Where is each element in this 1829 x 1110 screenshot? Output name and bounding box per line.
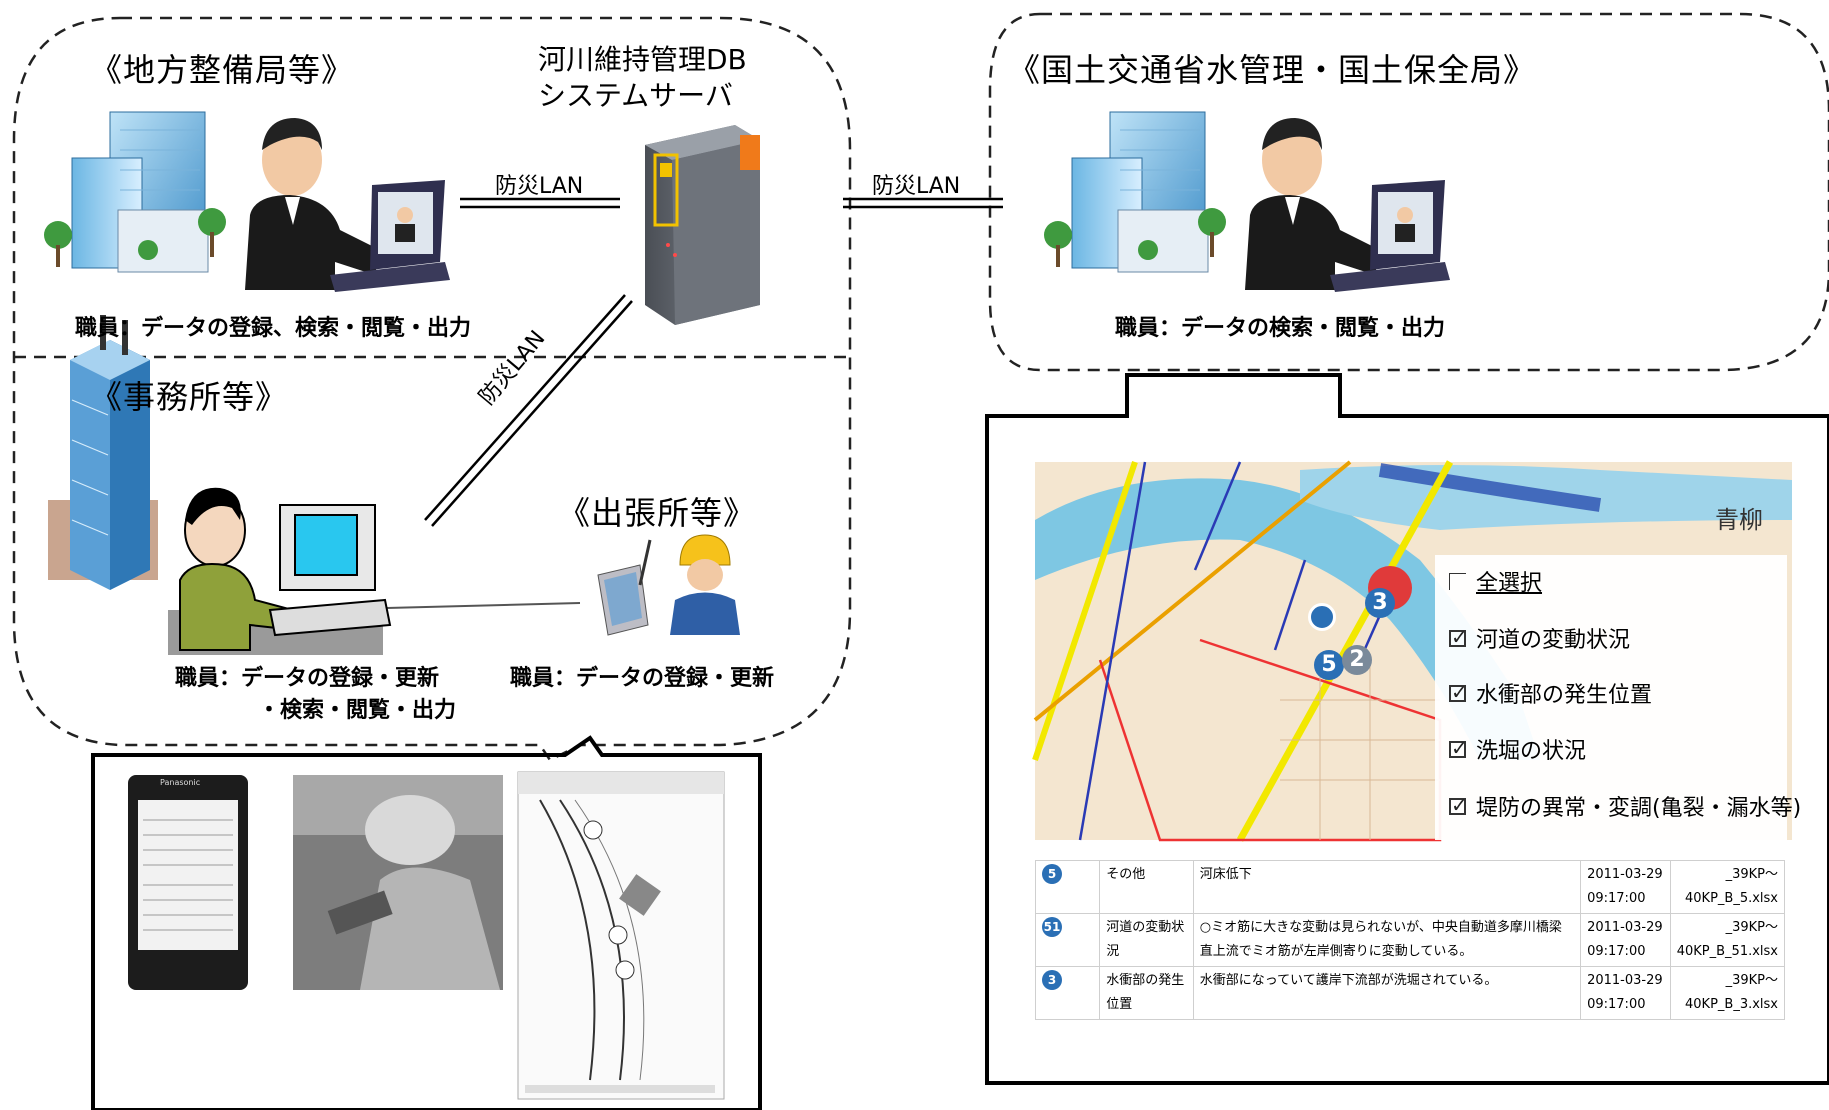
layer-label: 水衝部の発生位置 — [1476, 683, 1653, 708]
layer-label: 洗堀の状況 — [1476, 739, 1587, 764]
layer-levee-anomaly[interactable]: 堤防の異常・変調(亀裂・漏水等) — [1449, 790, 1801, 822]
row-description: 河床低下 — [1192, 860, 1582, 914]
field-worker-pda-icon — [597, 534, 740, 636]
server-label-line1: 河川維持管理DB — [538, 43, 747, 76]
caption-mlit: 職員：データの検索・閲覧・出力 — [1115, 316, 1446, 341]
row-badge: 5 — [1042, 864, 1062, 884]
row-file-line2: 40KP_B_3.xlsx — [1685, 997, 1778, 1012]
caption-office-line1: 職員：データの登録・更新 — [175, 666, 440, 691]
table-row[interactable]: 5 その他 河床低下 2011-03-29 09:17:00 _39KP～ 40KP… — [1034, 860, 1786, 914]
row-badge: 3 — [1042, 970, 1062, 990]
checkbox-select-all[interactable] — [1449, 572, 1466, 590]
staff-desktop-icon-office — [168, 487, 392, 655]
layer-label: 河道の変動状況 — [1476, 628, 1631, 653]
table-row[interactable]: 51 河道の変動状況 ○ミオ筋に大きな変動は見られないが、中央自動道多摩川橋梁直… — [1034, 913, 1786, 967]
map-place-label: 青柳 — [1715, 506, 1763, 534]
region-title-bureau: 《地方整備局等》 — [90, 51, 355, 89]
table-row[interactable]: 3 水衝部の発生位置 水衝部になっていて護岸下流部が洗堀されている。 2011-… — [1034, 966, 1786, 1020]
row-file[interactable]: _39KP～ 40KP_B_5.xlsx — [1669, 860, 1786, 914]
tablet-brand: Panasonic — [160, 778, 201, 787]
caption-bureau: 職員：データの登録、検索・閲覧・出力 — [75, 316, 472, 341]
row-time: 09:17:00 — [1587, 944, 1646, 959]
field-inspection-photo — [293, 775, 503, 990]
mlit-boundary — [988, 12, 1829, 372]
row-datetime: 2011-03-29 09:17:00 — [1580, 913, 1671, 967]
row-datetime: 2011-03-29 09:17:00 — [1580, 966, 1671, 1020]
row-file[interactable]: _39KP～ 40KP_B_3.xlsx — [1669, 966, 1786, 1020]
row-category: 水衝部の発生位置 — [1099, 966, 1194, 1020]
row-file-line2: 40KP_B_5.xlsx — [1685, 891, 1778, 906]
layer-panel: 全選択 河道の変動状況 水衝部の発生位置 洗堀の状況 堤防の異常・変調(亀裂・漏… — [1435, 555, 1801, 840]
office-building-icon-bureau — [44, 111, 226, 273]
office-building-icon-office — [48, 315, 158, 590]
caption-office-line2: ・検索・閲覧・出力 — [258, 698, 457, 723]
server-label-line2: システムサーバ — [538, 79, 733, 112]
map-panel-frame — [985, 373, 1829, 1085]
caption-branch: 職員：データの登録・更新 — [510, 666, 775, 691]
bureau-office-boundary — [12, 16, 852, 762]
tablet-device-photo — [128, 775, 248, 990]
row-date: 2011-03-29 — [1587, 973, 1663, 988]
region-title-branch: 《出張所等》 — [558, 494, 757, 532]
row-datetime: 2011-03-29 09:17:00 — [1580, 860, 1671, 914]
server-label: 河川維持管理DB システムサーバ — [538, 42, 747, 114]
row-description: ○ミオ筋に大きな変動は見られないが、中央自動道多摩川橋梁直上流でミオ筋が左岸側寄… — [1192, 913, 1582, 967]
map-marker-3[interactable]: 3 — [1365, 588, 1395, 618]
tablet-map-screen — [517, 771, 725, 1100]
region-title-mlit: 《国土交通省水管理・国土保全局》 — [1008, 51, 1537, 89]
staff-laptop-icon-bureau — [245, 118, 450, 292]
region-title-office: 《事務所等》 — [90, 378, 289, 416]
observation-table: 5 その他 河床低下 2011-03-29 09:17:00 _39KP～ 40KP… — [1034, 860, 1786, 1020]
device-panel-frame — [91, 735, 762, 1110]
row-file[interactable]: _39KP～ 40KP_B_51.xlsx — [1669, 913, 1786, 967]
layer-label: 堤防の異常・変調(亀裂・漏水等) — [1476, 796, 1802, 821]
db-server-icon — [645, 125, 760, 325]
checkbox-levee-anomaly[interactable] — [1449, 793, 1468, 817]
map-marker-2[interactable]: 2 — [1342, 645, 1372, 675]
checkbox-scour[interactable] — [1449, 736, 1468, 760]
row-file-line1: _39KP～ — [1725, 867, 1778, 882]
staff-laptop-icon-mlit — [1245, 118, 1450, 292]
lan-link-server-office — [424, 294, 633, 527]
row-file-line1: _39KP～ — [1725, 920, 1778, 935]
row-category: その他 — [1099, 860, 1194, 914]
office-building-icon-mlit — [1044, 111, 1226, 273]
layer-scour[interactable]: 洗堀の状況 — [1449, 733, 1586, 765]
row-time: 09:17:00 — [1587, 891, 1646, 906]
lan-label-right: 防災LAN — [872, 174, 961, 199]
layer-channel-change[interactable]: 河道の変動状況 — [1449, 622, 1630, 654]
row-badge: 51 — [1042, 917, 1062, 937]
row-time: 09:17:00 — [1587, 997, 1646, 1012]
lan-link-bureau-server — [460, 197, 620, 209]
row-date: 2011-03-29 — [1587, 920, 1663, 935]
row-file-line1: _39KP～ — [1725, 973, 1778, 988]
lan-label-left: 防災LAN — [495, 174, 584, 199]
layer-select-all[interactable]: 全選択 — [1449, 565, 1542, 597]
checkbox-channel-change[interactable] — [1449, 625, 1468, 649]
row-category: 河道の変動状況 — [1099, 913, 1194, 967]
row-description: 水衝部になっていて護岸下流部が洗堀されている。 — [1192, 966, 1582, 1020]
lan-link-server-mlit — [843, 197, 1003, 209]
map-marker-5[interactable]: 5 — [1314, 650, 1344, 680]
row-date: 2011-03-29 — [1587, 867, 1663, 882]
map-marker-pin[interactable] — [1308, 603, 1336, 631]
checkbox-water-impact[interactable] — [1449, 680, 1468, 704]
layer-water-impact[interactable]: 水衝部の発生位置 — [1449, 677, 1652, 709]
link-office-branch — [386, 602, 581, 609]
layer-label: 全選択 — [1476, 571, 1543, 596]
row-file-line2: 40KP_B_51.xlsx — [1676, 944, 1778, 959]
